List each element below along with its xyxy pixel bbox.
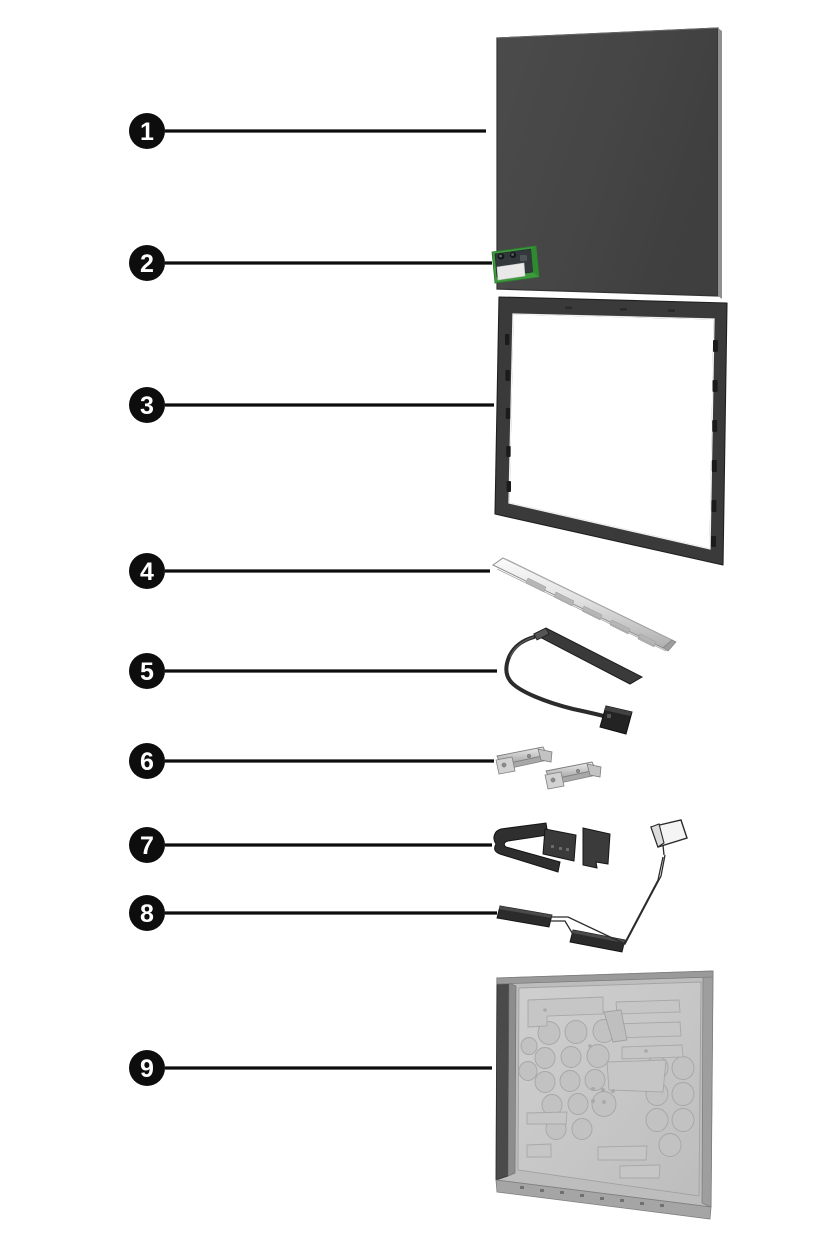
part-hinge-cover [492, 557, 677, 652]
callout-9[interactable]: 9 [129, 1050, 165, 1086]
callout-4-number: 4 [140, 558, 154, 586]
part-wireless-antenna-cables [496, 819, 688, 953]
callout-6-number: 6 [140, 748, 154, 776]
callout-3[interactable]: 3 [129, 387, 165, 423]
callout-7-number: 7 [140, 832, 154, 860]
callout-6[interactable]: 6 [129, 743, 165, 779]
callout-2-number: 2 [140, 250, 154, 278]
part-display-bezel [494, 296, 728, 566]
callout-8-number: 8 [140, 900, 154, 928]
callout-7[interactable]: 7 [129, 827, 165, 863]
callout-2[interactable]: 2 [129, 245, 165, 281]
callout-badges: 1 2 3 4 5 6 7 8 [129, 113, 165, 1086]
part-display-hinges [495, 746, 602, 790]
callout-5-number: 5 [140, 658, 154, 686]
callout-1-number: 1 [140, 118, 154, 146]
callout-5[interactable]: 5 [129, 653, 165, 689]
callout-1[interactable]: 1 [129, 113, 165, 149]
callout-8[interactable]: 8 [129, 895, 165, 931]
leader-lines [165, 129, 497, 1070]
callout-9-number: 9 [140, 1055, 154, 1083]
callout-3-number: 3 [140, 392, 154, 420]
part-display-cable [504, 627, 644, 735]
part-display-back-cover [495, 970, 714, 1220]
part-webcam-microphone-module [491, 245, 540, 284]
part-display-panel [496, 27, 722, 299]
callout-4[interactable]: 4 [129, 553, 165, 589]
part-antenna-bracket-assembly [493, 822, 611, 873]
